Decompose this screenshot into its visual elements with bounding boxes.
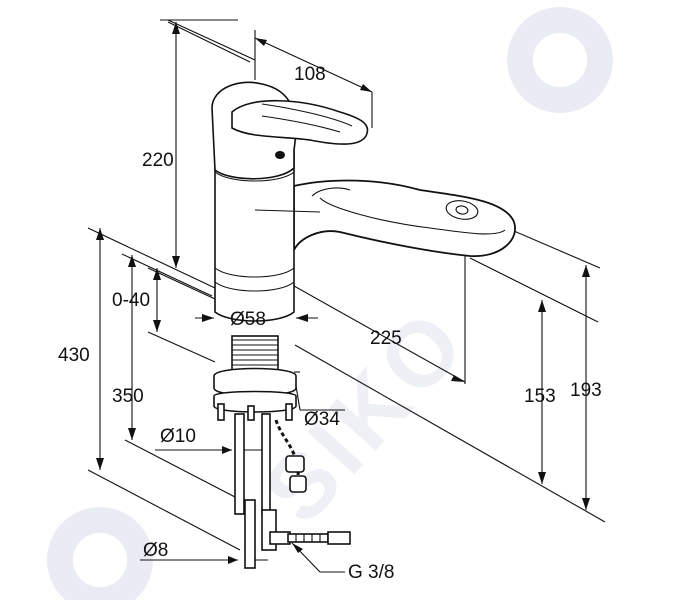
shank-thread (232, 339, 278, 371)
label-153: 153 (524, 386, 556, 407)
label-diameter-8: Ø8 (143, 540, 168, 561)
label-diameter-34: Ø34 (304, 409, 340, 430)
label-diameter-10: Ø10 (160, 426, 196, 447)
label-g-3-8: G 3/8 (348, 562, 394, 583)
label-430: 430 (58, 345, 90, 366)
label-225: 225 (370, 328, 402, 349)
faucet-body (211, 81, 516, 569)
label-350: 350 (112, 386, 144, 407)
label-193: 193 (570, 380, 602, 401)
svg-text:SIKO: SIKO (244, 289, 486, 542)
label-diameter-58: Ø58 (230, 309, 266, 330)
dimension-labels: 108 220 Ø58 225 0-40 430 350 Ø10 Ø8 Ø34 … (58, 64, 602, 583)
label-108: 108 (294, 64, 326, 85)
label-220: 220 (142, 150, 174, 171)
label-0-40: 0-40 (112, 290, 150, 311)
